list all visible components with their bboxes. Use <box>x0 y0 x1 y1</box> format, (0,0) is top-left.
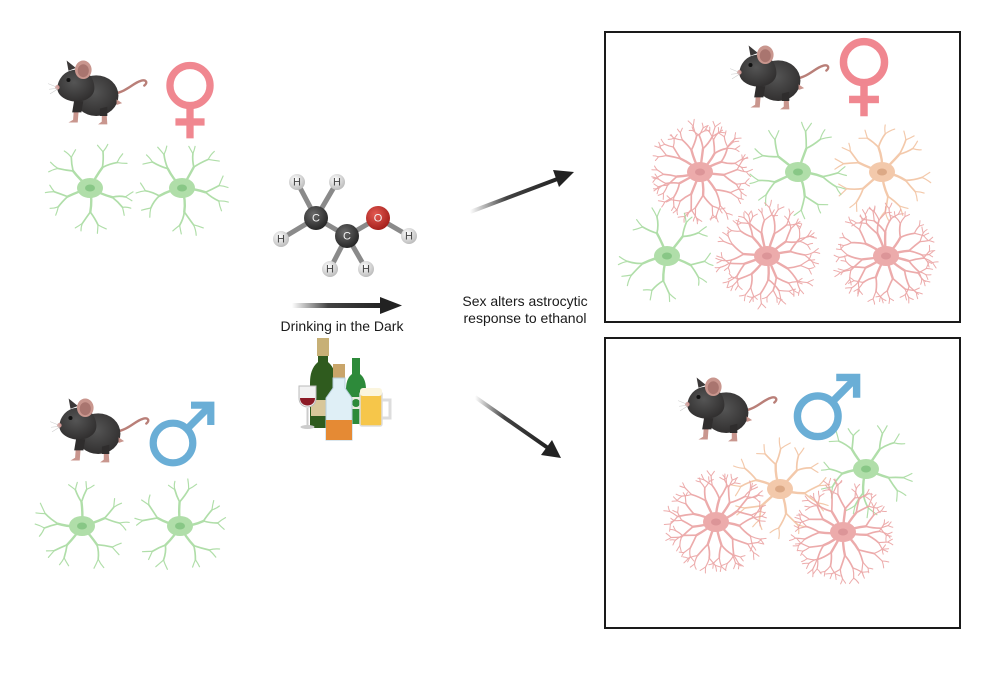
atom-h <box>322 261 338 277</box>
astrocyte-reactive-icon <box>833 202 939 305</box>
astrocyte-resting-icon <box>820 425 913 519</box>
male-symbol-icon <box>153 402 214 463</box>
arrow-to-female-outcome <box>469 170 574 214</box>
atom-label: H <box>293 177 301 189</box>
atom-h <box>401 228 417 244</box>
astrocyte-reactive-icon <box>663 470 767 574</box>
atom-label: C <box>312 213 320 225</box>
astrocyte-reactive-icon <box>714 199 821 310</box>
arrow-to-male-outcome <box>473 395 561 458</box>
astrocyte-intermediate-icon <box>730 437 831 540</box>
female-baseline-group <box>44 59 229 236</box>
astrocyte-resting-icon <box>34 481 130 569</box>
atom-c <box>304 206 328 230</box>
atom-label: O <box>374 213 383 225</box>
outcome-label: Sex alters astrocytic response to ethano… <box>440 293 610 327</box>
atom-h <box>329 174 345 190</box>
treatment-arrow <box>292 303 382 308</box>
outcome-label-line1: Sex alters astrocytic <box>462 293 588 309</box>
atom-label: C <box>343 231 351 243</box>
male-baseline-group <box>34 397 227 570</box>
atom-label: H <box>326 264 334 276</box>
atom-label: H <box>277 234 285 246</box>
treatment-arrow-head <box>380 297 402 314</box>
astrocyte-resting-icon <box>134 478 227 570</box>
astrocyte-resting-icon <box>617 207 714 303</box>
female-mouse-icon <box>46 59 148 126</box>
astrocyte-resting-icon <box>749 121 847 220</box>
female-ethanol-panel <box>604 31 961 323</box>
male-ethanol-panel <box>604 337 961 629</box>
alcoholic-beverages-icon <box>298 338 392 441</box>
atom-label: H <box>405 231 413 243</box>
atom-label: H <box>333 177 341 189</box>
female-symbol-icon <box>170 65 210 138</box>
atom-label: H <box>362 264 370 276</box>
atom-c <box>335 224 359 248</box>
astrocyte-intermediate-icon <box>834 124 932 222</box>
astrocyte-resting-icon <box>44 143 134 234</box>
outcome-label-line2: response to ethanol <box>463 310 587 326</box>
atom-h <box>273 231 289 247</box>
astrocyte-reactive-icon <box>651 118 753 225</box>
astrocyte-resting-icon <box>135 145 229 236</box>
astrocyte-reactive-icon <box>789 477 894 585</box>
atom-o <box>366 206 390 230</box>
atom-h <box>358 261 374 277</box>
atom-h <box>289 174 305 190</box>
treatment-label: Drinking in the Dark <box>280 318 404 334</box>
male-mouse-icon <box>48 397 150 464</box>
ethanol-molecule-icon: H H C H C O H H H <box>273 174 417 277</box>
